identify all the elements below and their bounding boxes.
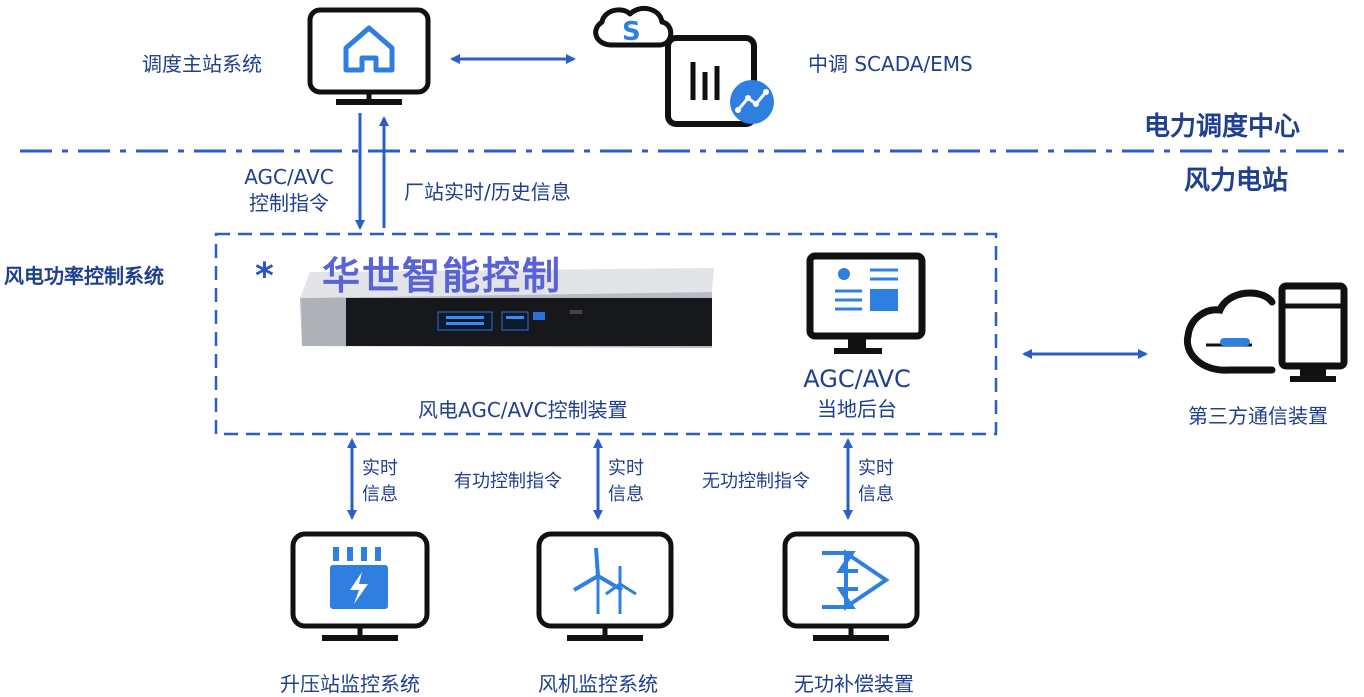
wind-station-label: 风力电站 xyxy=(1184,166,1289,196)
substation-label: 升压站监控系统 xyxy=(280,672,420,696)
dispatch-center-label: 电力调度中心 xyxy=(1144,112,1301,142)
turbine-monitor-icon xyxy=(536,531,674,641)
house-monitor-icon xyxy=(307,7,431,105)
svg-text:S: S xyxy=(622,17,641,47)
agc-command-line1: AGC/AVC xyxy=(244,165,334,189)
third-party-device-icon xyxy=(1183,282,1348,382)
reactive-command-label: 无功控制指令 xyxy=(702,471,810,492)
realtime-line2: 信息 xyxy=(858,484,894,505)
third-party-label: 第三方通信装置 xyxy=(1188,404,1328,428)
local-backend-line2: 当地后台 xyxy=(817,397,897,421)
realtime-info-turbine: 实时 信息 xyxy=(608,456,644,508)
realtime-line2: 信息 xyxy=(362,484,398,505)
compensation-monitor-icon xyxy=(782,531,920,641)
local-backend-monitor-icon xyxy=(806,252,926,354)
turbine-label: 风机监控系统 xyxy=(538,672,658,696)
realtime-line2: 信息 xyxy=(608,484,644,505)
realtime-line1: 实时 xyxy=(858,458,894,479)
dispatch-master-label: 调度主站系统 xyxy=(142,52,262,76)
compensation-label: 无功补偿装置 xyxy=(794,672,914,696)
realtime-line1: 实时 xyxy=(608,458,644,479)
active-command-label: 有功控制指令 xyxy=(454,471,562,492)
substation-monitor-icon xyxy=(290,531,430,641)
wind-power-system-label: 风电功率控制系统 xyxy=(4,264,164,288)
realtime-info-substation: 实时 信息 xyxy=(362,456,398,508)
asterisk-mark: * xyxy=(255,256,274,297)
agc-command-label: AGC/AVC 控制指令 xyxy=(234,164,344,216)
local-backend-line1: AGC/AVC xyxy=(803,365,911,393)
agc-command-line2: 控制指令 xyxy=(249,191,329,215)
central-scada-label: 中调 SCADA/EMS xyxy=(808,52,973,76)
device-name-label: 风电AGC/AVC控制装置 xyxy=(418,398,628,422)
control-system-boundary xyxy=(214,232,998,436)
plant-info-label: 厂站实时/历史信息 xyxy=(404,180,571,204)
watermark-text: 华世智能控制 xyxy=(322,254,563,298)
realtime-info-compensation: 实时 信息 xyxy=(858,456,894,508)
agc-avc-rack-device xyxy=(300,268,714,348)
local-backend-label: AGC/AVC 当地后台 xyxy=(790,364,924,424)
realtime-line1: 实时 xyxy=(362,458,398,479)
scada-cloud-server-icon: S xyxy=(593,5,774,127)
